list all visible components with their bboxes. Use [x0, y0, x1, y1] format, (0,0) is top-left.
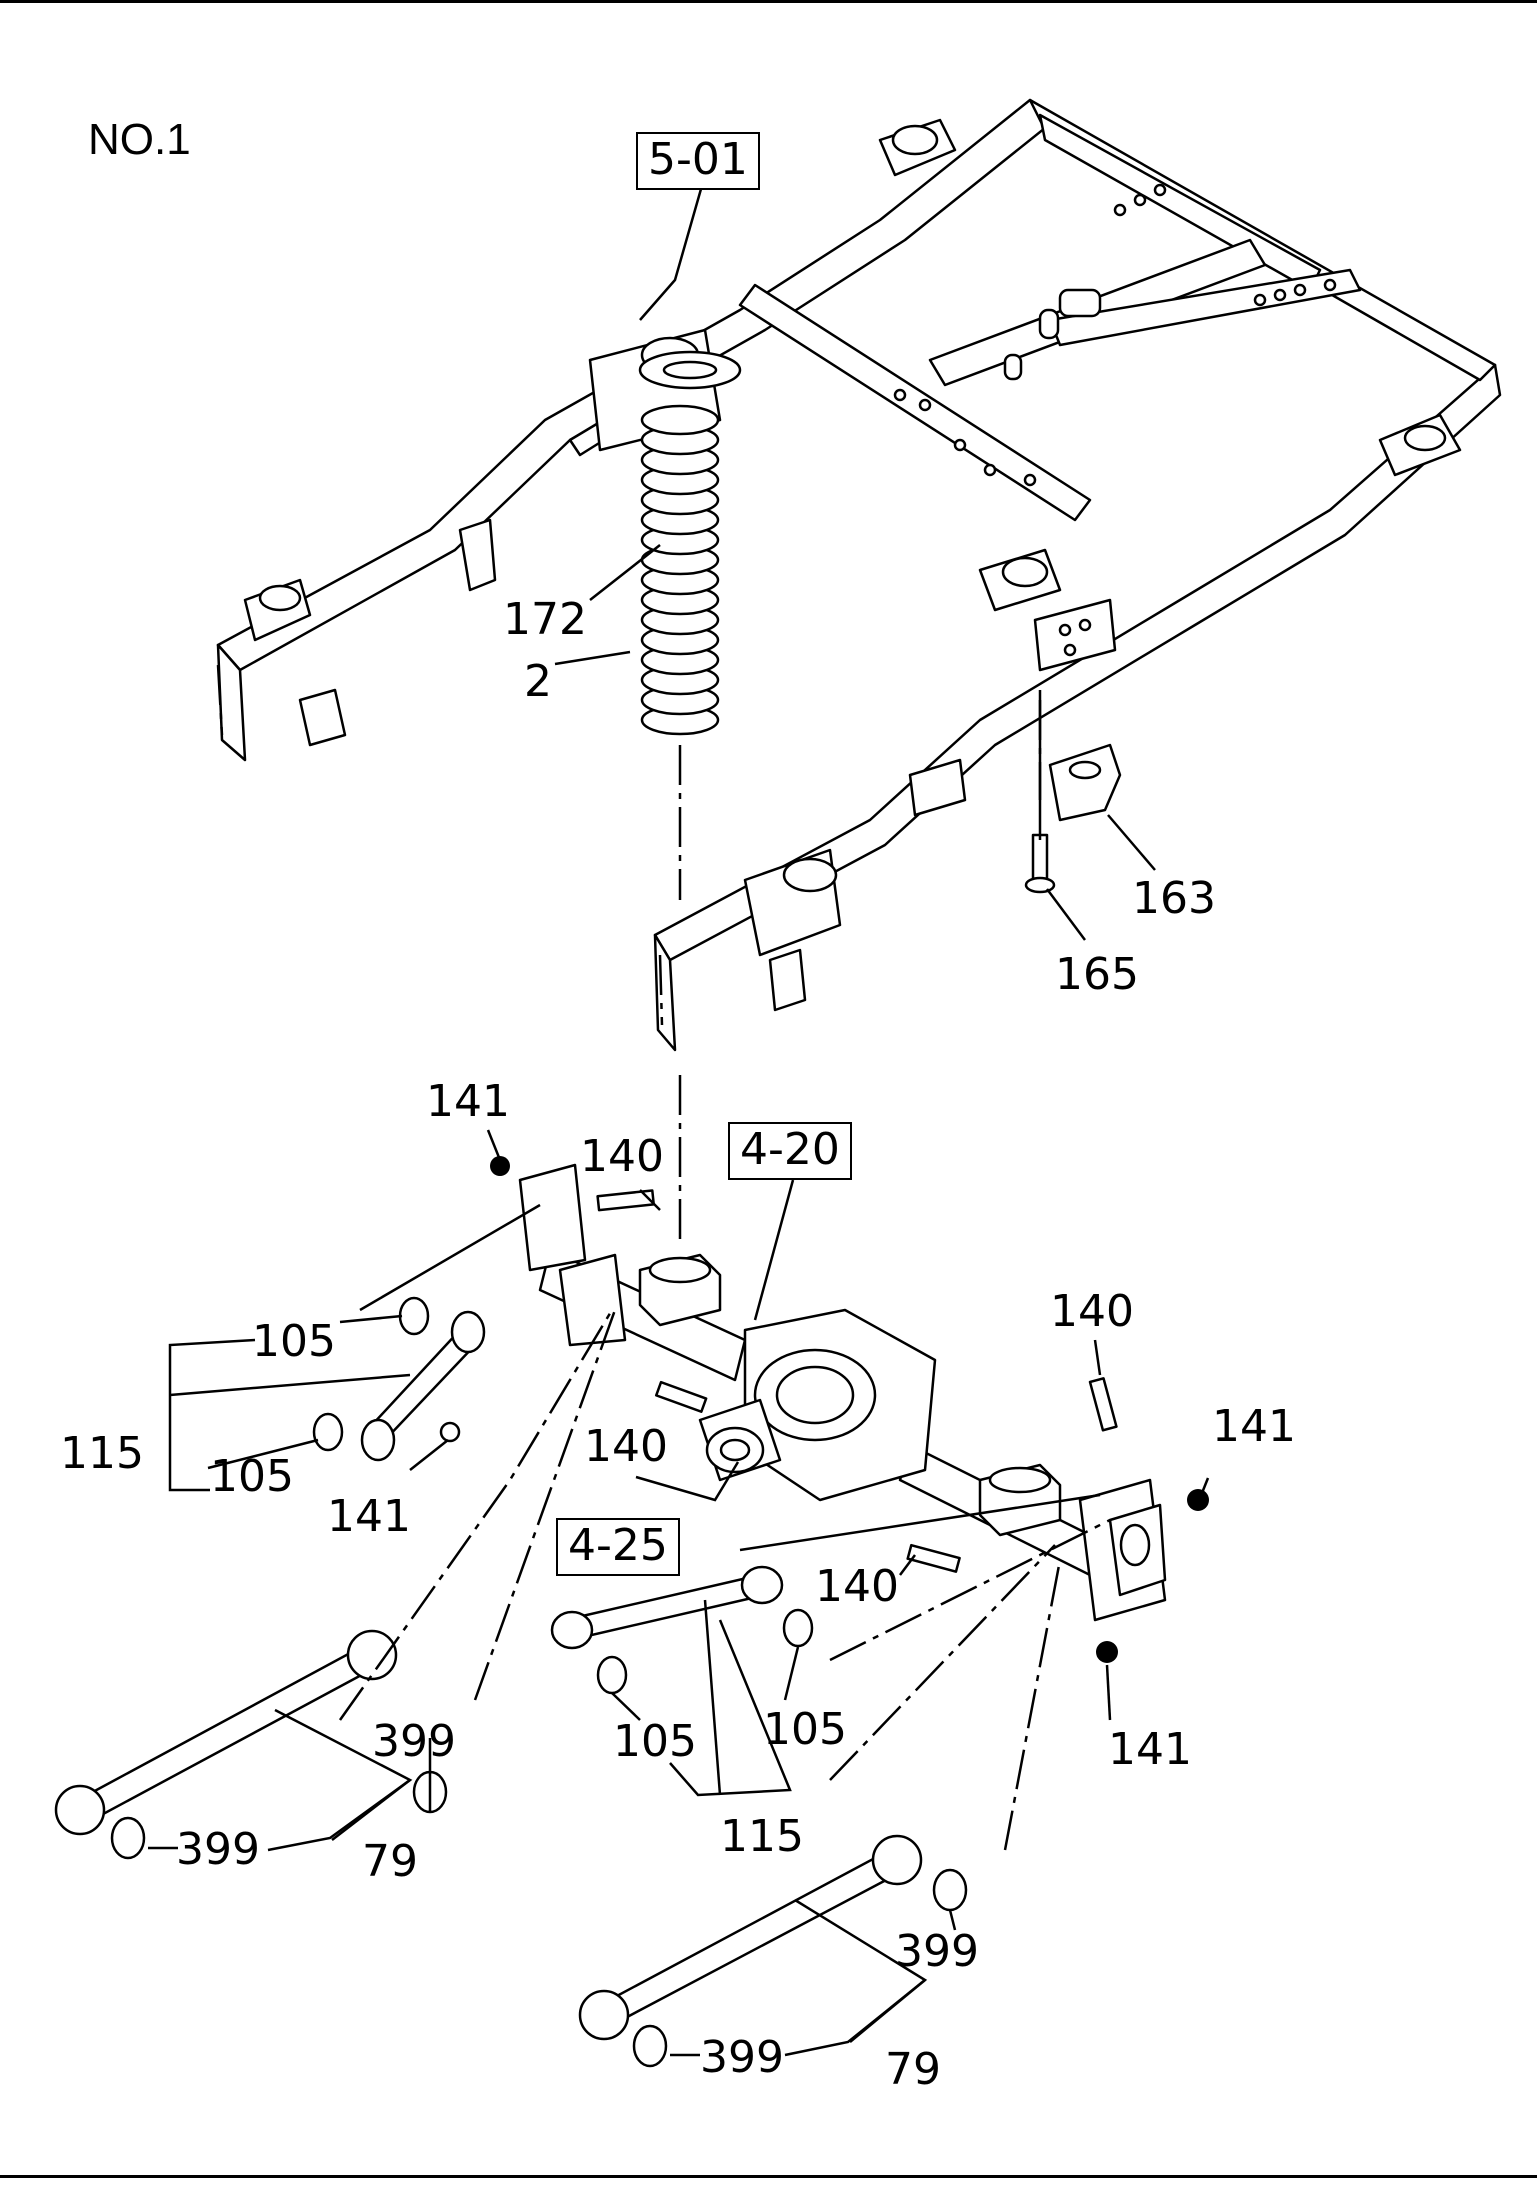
ref-box-frame[interactable]: 5-01 — [636, 132, 760, 190]
part-label-115-b: 115 — [720, 1811, 804, 1862]
lower-link-79-left — [54, 1629, 398, 1836]
part-label-140-d: 140 — [815, 1561, 899, 1612]
part-label-399-a: 399 — [372, 1716, 456, 1767]
nut-141-d — [1096, 1641, 1118, 1663]
bolt-165 — [1024, 833, 1056, 894]
bushing-105-b — [312, 1412, 344, 1452]
spring-seat — [638, 350, 742, 390]
part-label-165: 165 — [1055, 949, 1139, 1000]
nut-141-b — [439, 1421, 461, 1443]
stopper-bracket — [1048, 743, 1122, 822]
bolt-140-b — [654, 1380, 708, 1414]
bushing-105-d — [782, 1608, 814, 1648]
part-label-141-b: 141 — [327, 1491, 411, 1542]
nut-141-a — [490, 1156, 510, 1176]
frame-rails — [216, 98, 1502, 1052]
bolt-140-d — [906, 1543, 961, 1573]
ref-box-axle[interactable]: 4-20 — [728, 1122, 852, 1180]
part-label-115-a: 115 — [60, 1428, 144, 1479]
ref-box-diff[interactable]: 4-25 — [556, 1518, 680, 1576]
part-label-399-c: 399 — [895, 1926, 979, 1977]
bushing-399-b — [110, 1816, 146, 1860]
leader-lines — [148, 139, 1210, 2057]
bushing-399-c — [932, 1868, 968, 1912]
frame-mounts — [243, 118, 1462, 1012]
bushing-399-d — [632, 2024, 668, 2068]
part-label-140-b: 140 — [584, 1421, 668, 1472]
part-label-141-c: 141 — [1212, 1401, 1296, 1452]
top-border — [0, 0, 1537, 3]
part-label-141-a: 141 — [426, 1076, 510, 1127]
part-label-105-d: 105 — [763, 1704, 847, 1755]
spring-pads — [638, 1253, 1062, 1537]
bushing-105-a — [398, 1296, 430, 1336]
part-label-172: 172 — [503, 594, 587, 645]
part-label-140-a: 140 — [580, 1131, 664, 1182]
lower-link-79-right — [578, 1834, 923, 2041]
part-label-105-b: 105 — [210, 1451, 294, 1502]
part-label-79-b: 79 — [885, 2044, 941, 2095]
axle-brackets — [518, 1163, 1167, 1622]
upper-link-115-left — [360, 1310, 486, 1462]
part-label-105-a: 105 — [252, 1316, 336, 1367]
upper-link-115-right — [550, 1565, 784, 1650]
assembly-lines — [338, 690, 1111, 1851]
part-label-399-b: 399 — [176, 1824, 260, 1875]
part-label-2: 2 — [524, 656, 552, 707]
part-label-141-d: 141 — [1108, 1724, 1192, 1775]
bushing-105-c — [596, 1655, 628, 1695]
part-label-79-a: 79 — [362, 1836, 418, 1887]
nut-141-c — [1187, 1489, 1209, 1511]
bolt-140-c — [1088, 1377, 1118, 1432]
coil-spring — [640, 404, 720, 736]
part-label-105-c: 105 — [613, 1716, 697, 1767]
page-title: NO.1 — [88, 115, 191, 164]
part-label-140-c: 140 — [1050, 1286, 1134, 1337]
bottom-border — [0, 2175, 1537, 2178]
part-label-399-d: 399 — [700, 2032, 784, 2083]
bolt-140-a — [596, 1189, 656, 1212]
part-label-163: 163 — [1132, 873, 1216, 924]
